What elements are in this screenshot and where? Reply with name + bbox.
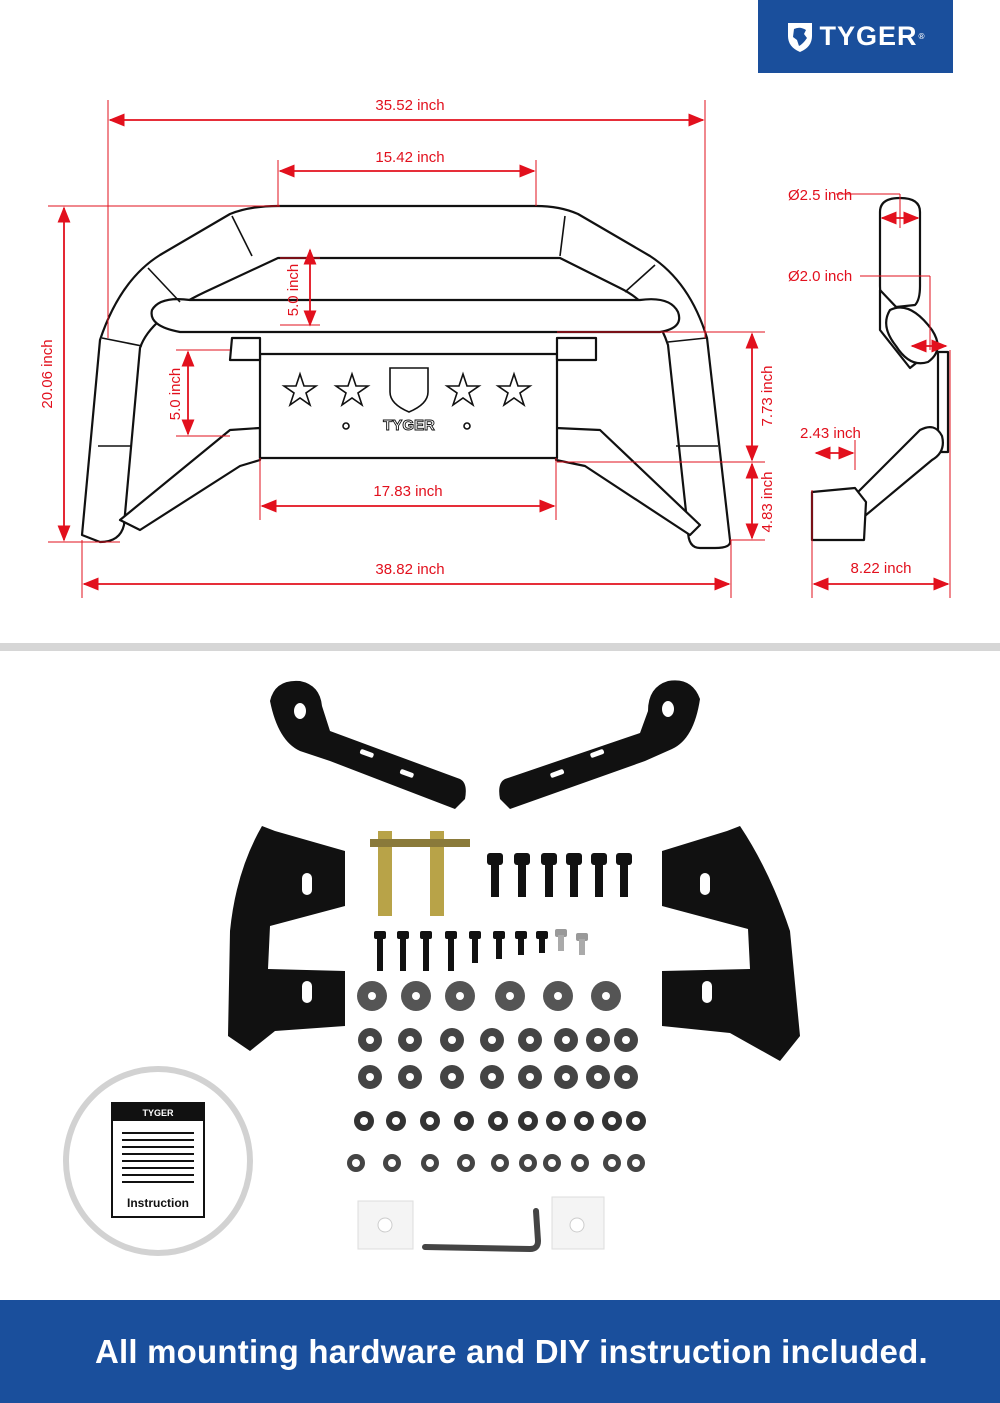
dim-tube-dia-large: Ø2.5 inch: [788, 187, 852, 204]
large-bolts: [487, 853, 632, 897]
washer-hole: [580, 1117, 588, 1125]
brand-logo: TYGER®: [758, 0, 953, 73]
adhesive-pads: [357, 1196, 605, 1250]
dim-lower-gap: 5.0 inch: [167, 368, 184, 421]
bull-bar-side-view: [810, 196, 950, 542]
washer-hole: [352, 1159, 360, 1167]
plate-logo-text: TYGER: [383, 417, 435, 434]
upper-brackets: [270, 680, 700, 809]
section-divider: [0, 643, 1000, 651]
washer-hole: [406, 1036, 414, 1044]
dim-side-offset: 2.43 inch: [800, 425, 861, 442]
dim-total-height: 20.06 inch: [39, 339, 56, 408]
washer-hole: [388, 1159, 396, 1167]
washer-hole: [608, 1117, 616, 1125]
washer-hole: [562, 1073, 570, 1081]
footer-text: All mounting hardware and DIY instructio…: [95, 1332, 928, 1370]
washer-hole: [602, 992, 610, 1000]
dim-bottom-width: 38.82 inch: [375, 561, 444, 578]
washer-hole: [554, 992, 562, 1000]
washer-hole: [392, 1117, 400, 1125]
washer-hole: [622, 1073, 630, 1081]
washer-hole: [406, 1073, 414, 1081]
dim-tube-dia-small: Ø2.0 inch: [788, 268, 852, 285]
washer-hole: [488, 1073, 496, 1081]
hex-key: [422, 1208, 542, 1253]
washer-hole: [576, 1159, 584, 1167]
small-bolts: [374, 929, 588, 971]
washer-hole: [448, 1036, 456, 1044]
washer-hole: [368, 992, 376, 1000]
washer-hole: [488, 1036, 496, 1044]
washer-hole: [552, 1117, 560, 1125]
washer-hole: [462, 1159, 470, 1167]
washer-hole: [594, 1073, 602, 1081]
dim-plate-width: 17.83 inch: [373, 483, 442, 500]
washer-hole: [526, 1036, 534, 1044]
washer-hole: [494, 1117, 502, 1125]
washer-hole: [460, 1117, 468, 1125]
dim-bottom-offset: 4.83 inch: [759, 472, 776, 533]
washer-hole: [456, 992, 464, 1000]
dimension-diagram: TYGER: [39, 97, 951, 598]
instruction-brand: TYGER: [142, 1108, 174, 1118]
washer-hole: [426, 1117, 434, 1125]
dim-top-width: 35.52 inch: [375, 97, 444, 114]
washer-hole: [622, 1036, 630, 1044]
hardware-kit: TYGER Instruction: [63, 680, 800, 1256]
bull-bar-front-view: [80, 204, 732, 550]
lion-shield-icon: [788, 22, 813, 52]
washer-hole: [366, 1073, 374, 1081]
washer-hole: [506, 992, 514, 1000]
washer-hole: [360, 1117, 368, 1125]
plate-stars: [281, 367, 533, 430]
washer-hole: [526, 1073, 534, 1081]
washer-hole: [426, 1159, 434, 1167]
dim-upper-gap: 5.0 inch: [285, 264, 302, 317]
washer-hole: [524, 1159, 532, 1167]
washer-hole: [448, 1073, 456, 1081]
washer-hole: [594, 1036, 602, 1044]
footer-banner: All mounting hardware and DIY instructio…: [0, 1300, 1000, 1403]
registered-mark: ®: [917, 32, 926, 41]
t-bolts: [370, 831, 470, 916]
washer-hole: [412, 992, 420, 1000]
washers: [347, 981, 646, 1172]
washer-hole: [496, 1159, 504, 1167]
side-brackets: [228, 826, 800, 1061]
dim-top-bar-width: 15.42 inch: [375, 149, 444, 166]
washer-hole: [366, 1036, 374, 1044]
washer-hole: [524, 1117, 532, 1125]
dim-side-depth: 8.22 inch: [851, 560, 912, 577]
washer-hole: [548, 1159, 556, 1167]
washer-hole: [562, 1036, 570, 1044]
brand-name: TYGER: [819, 21, 918, 51]
washer-hole: [608, 1159, 616, 1167]
dim-plate-height: 7.73 inch: [759, 366, 776, 427]
instruction-label: Instruction: [127, 1196, 189, 1210]
washer-hole: [632, 1117, 640, 1125]
washer-hole: [632, 1159, 640, 1167]
